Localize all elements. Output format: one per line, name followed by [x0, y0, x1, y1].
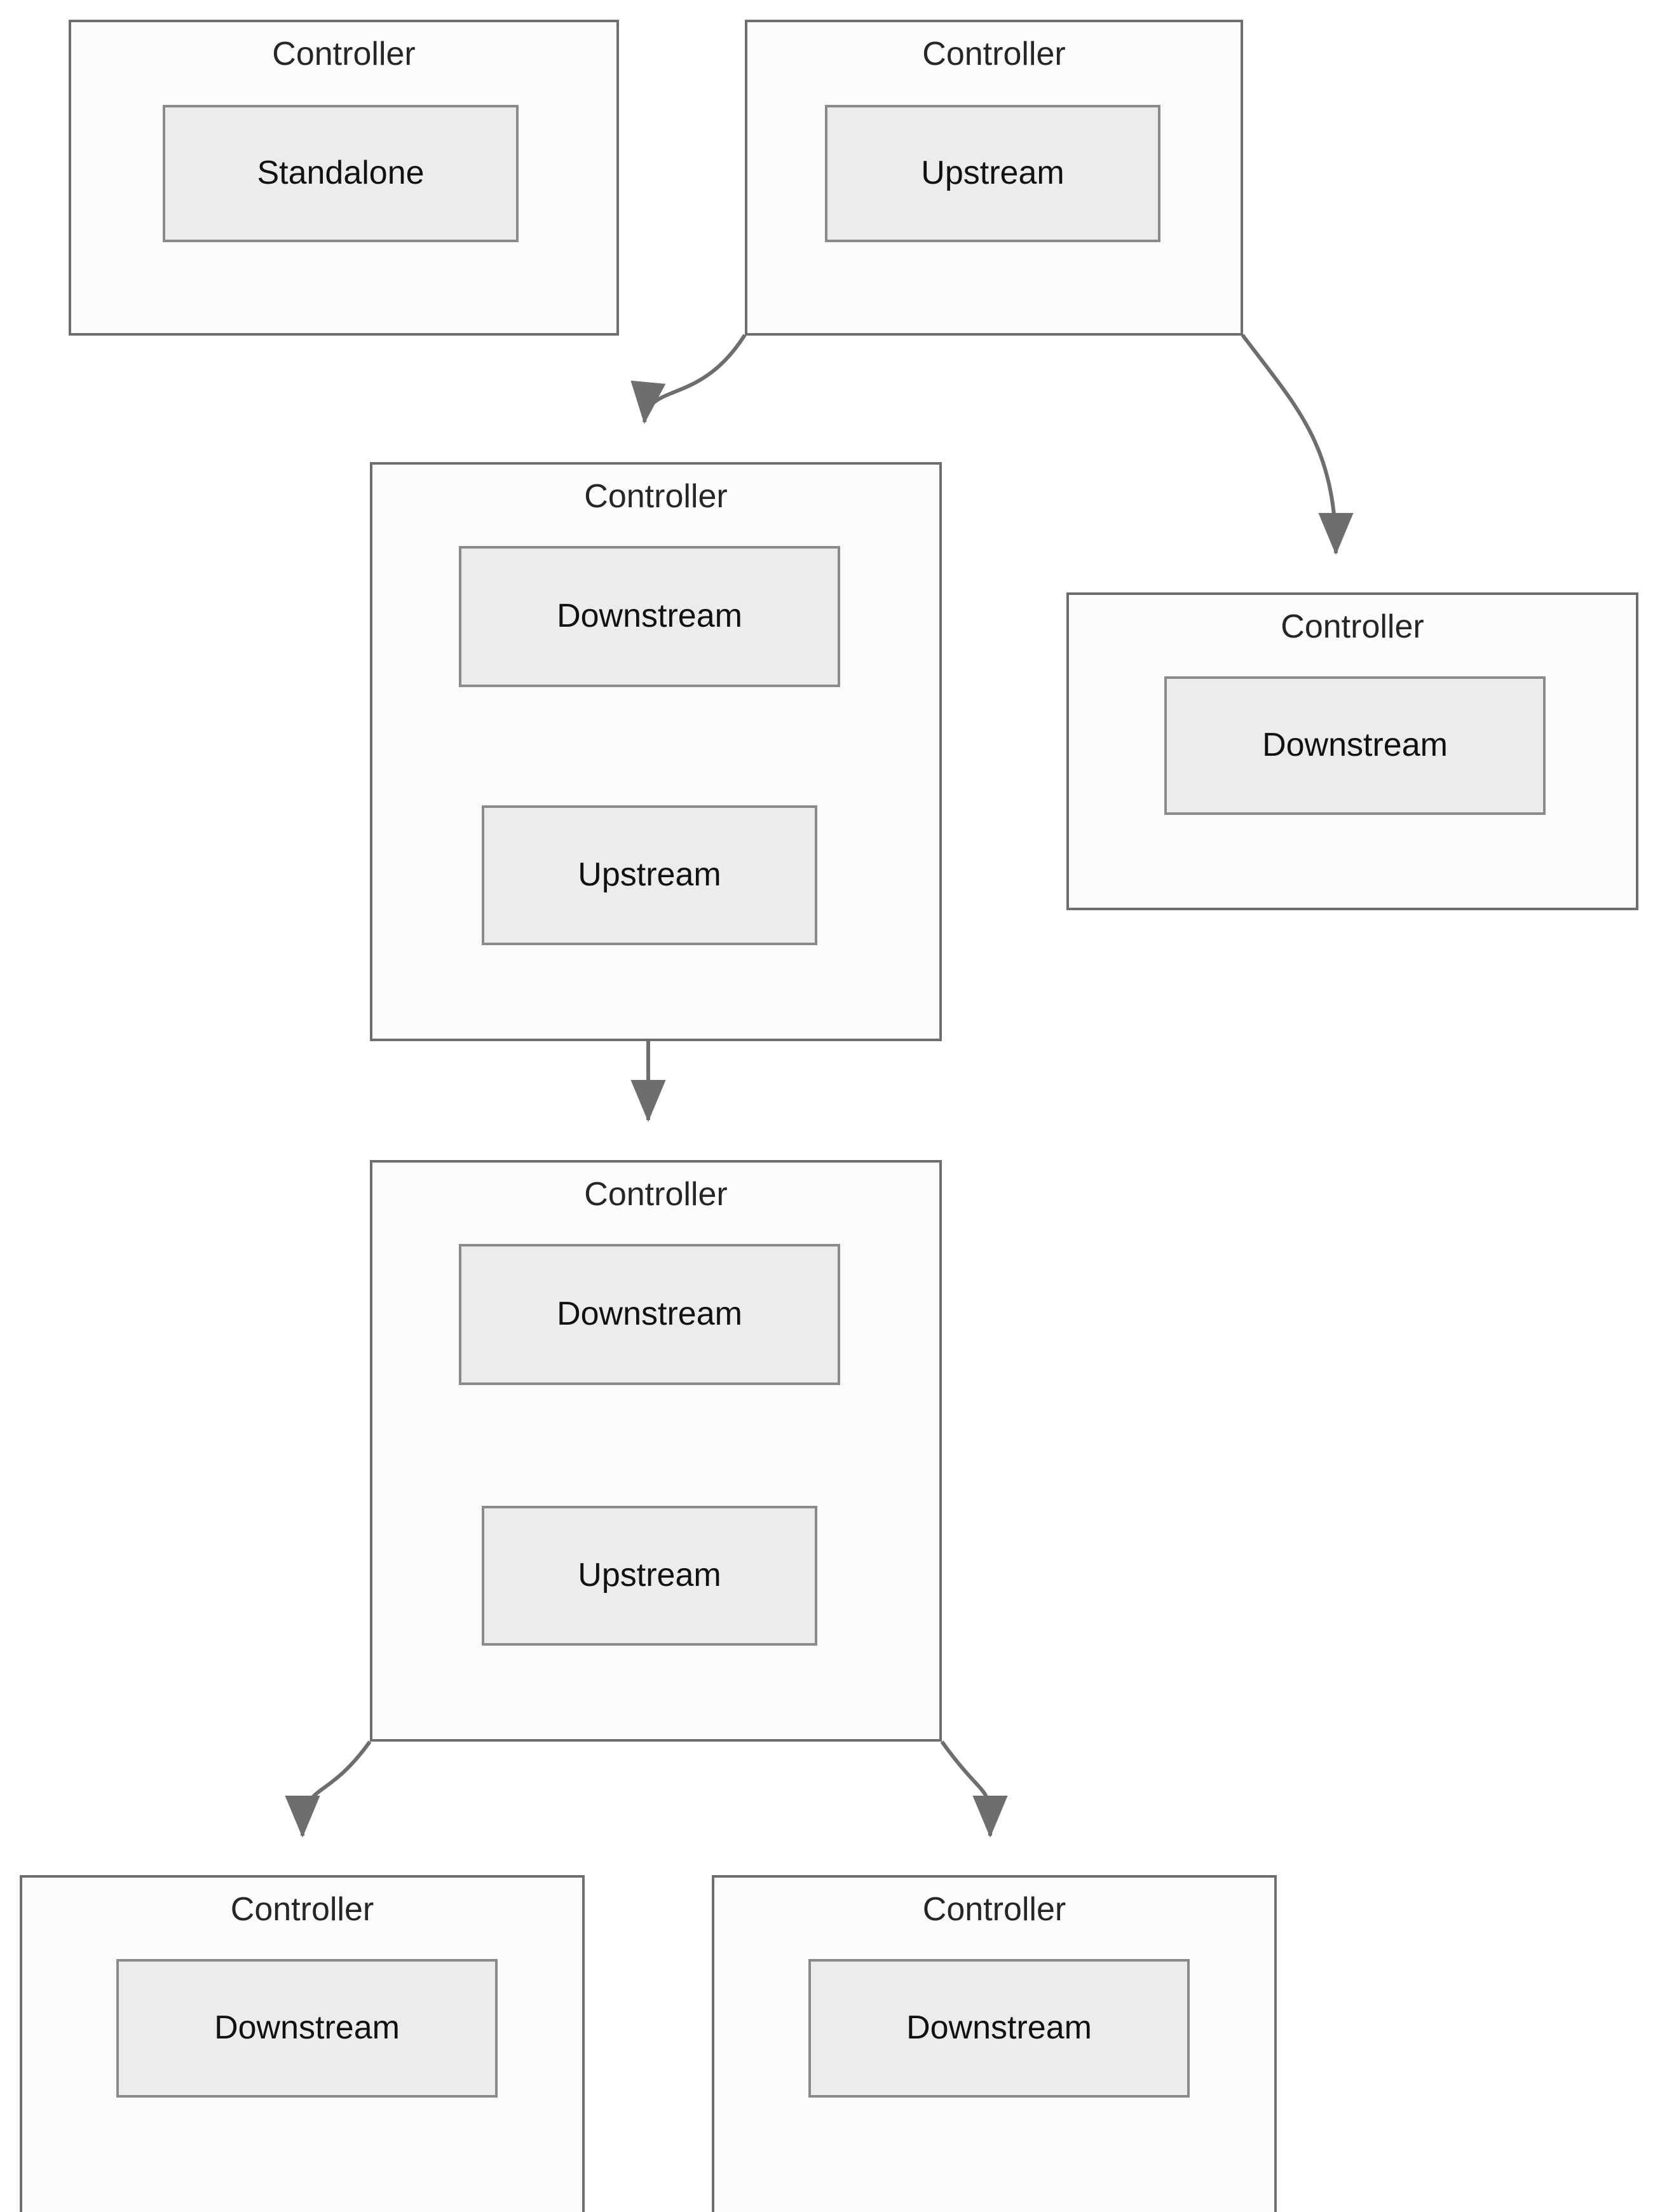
controller-root-upstream[interactable]: Controller Upstream — [745, 20, 1243, 336]
controller-standalone[interactable]: Controller Standalone — [69, 20, 619, 336]
component-downstream[interactable]: Downstream — [459, 1244, 840, 1385]
controller-lower-mid[interactable]: Controller Downstream Upstream — [370, 1160, 942, 1742]
controller-leaf-left[interactable]: Controller Downstream — [20, 1875, 585, 2212]
component-downstream[interactable]: Downstream — [116, 1959, 498, 2098]
edge-root-to-mid-right — [1241, 334, 1354, 555]
controller-title: Controller — [230, 1891, 374, 1928]
component-label: Downstream — [906, 2009, 1092, 2047]
component-label: Downstream — [214, 2009, 400, 2047]
component-label: Downstream — [1262, 727, 1448, 764]
component-label: Upstream — [578, 1557, 721, 1594]
controller-leaf-right[interactable]: Controller Downstream — [712, 1875, 1277, 2212]
edge-lower-mid-to-leaf-right — [940, 1740, 1008, 1838]
controller-title: Controller — [922, 1891, 1066, 1928]
edge-root-to-mid-left — [630, 334, 747, 424]
controller-title: Controller — [584, 478, 728, 515]
component-upstream[interactable]: Upstream — [825, 105, 1160, 242]
controller-title: Controller — [1281, 608, 1424, 645]
component-downstream[interactable]: Downstream — [808, 1959, 1190, 2098]
controller-title: Controller — [922, 36, 1066, 72]
component-downstream[interactable]: Downstream — [1164, 676, 1546, 815]
component-label: Downstream — [557, 597, 742, 635]
controller-mid-right[interactable]: Controller Downstream — [1066, 592, 1638, 910]
component-downstream[interactable]: Downstream — [459, 546, 840, 687]
edge-lower-mid-to-leaf-left — [285, 1740, 372, 1838]
component-label: Standalone — [257, 154, 425, 192]
component-standalone[interactable]: Standalone — [163, 105, 519, 242]
component-upstream[interactable]: Upstream — [482, 805, 817, 945]
component-label: Upstream — [578, 856, 721, 894]
controller-mid-left[interactable]: Controller Downstream Upstream — [370, 462, 942, 1041]
component-upstream[interactable]: Upstream — [482, 1506, 817, 1646]
component-label: Upstream — [921, 154, 1065, 192]
controller-title: Controller — [584, 1176, 728, 1213]
component-label: Downstream — [557, 1295, 742, 1333]
controller-title: Controller — [272, 36, 416, 72]
